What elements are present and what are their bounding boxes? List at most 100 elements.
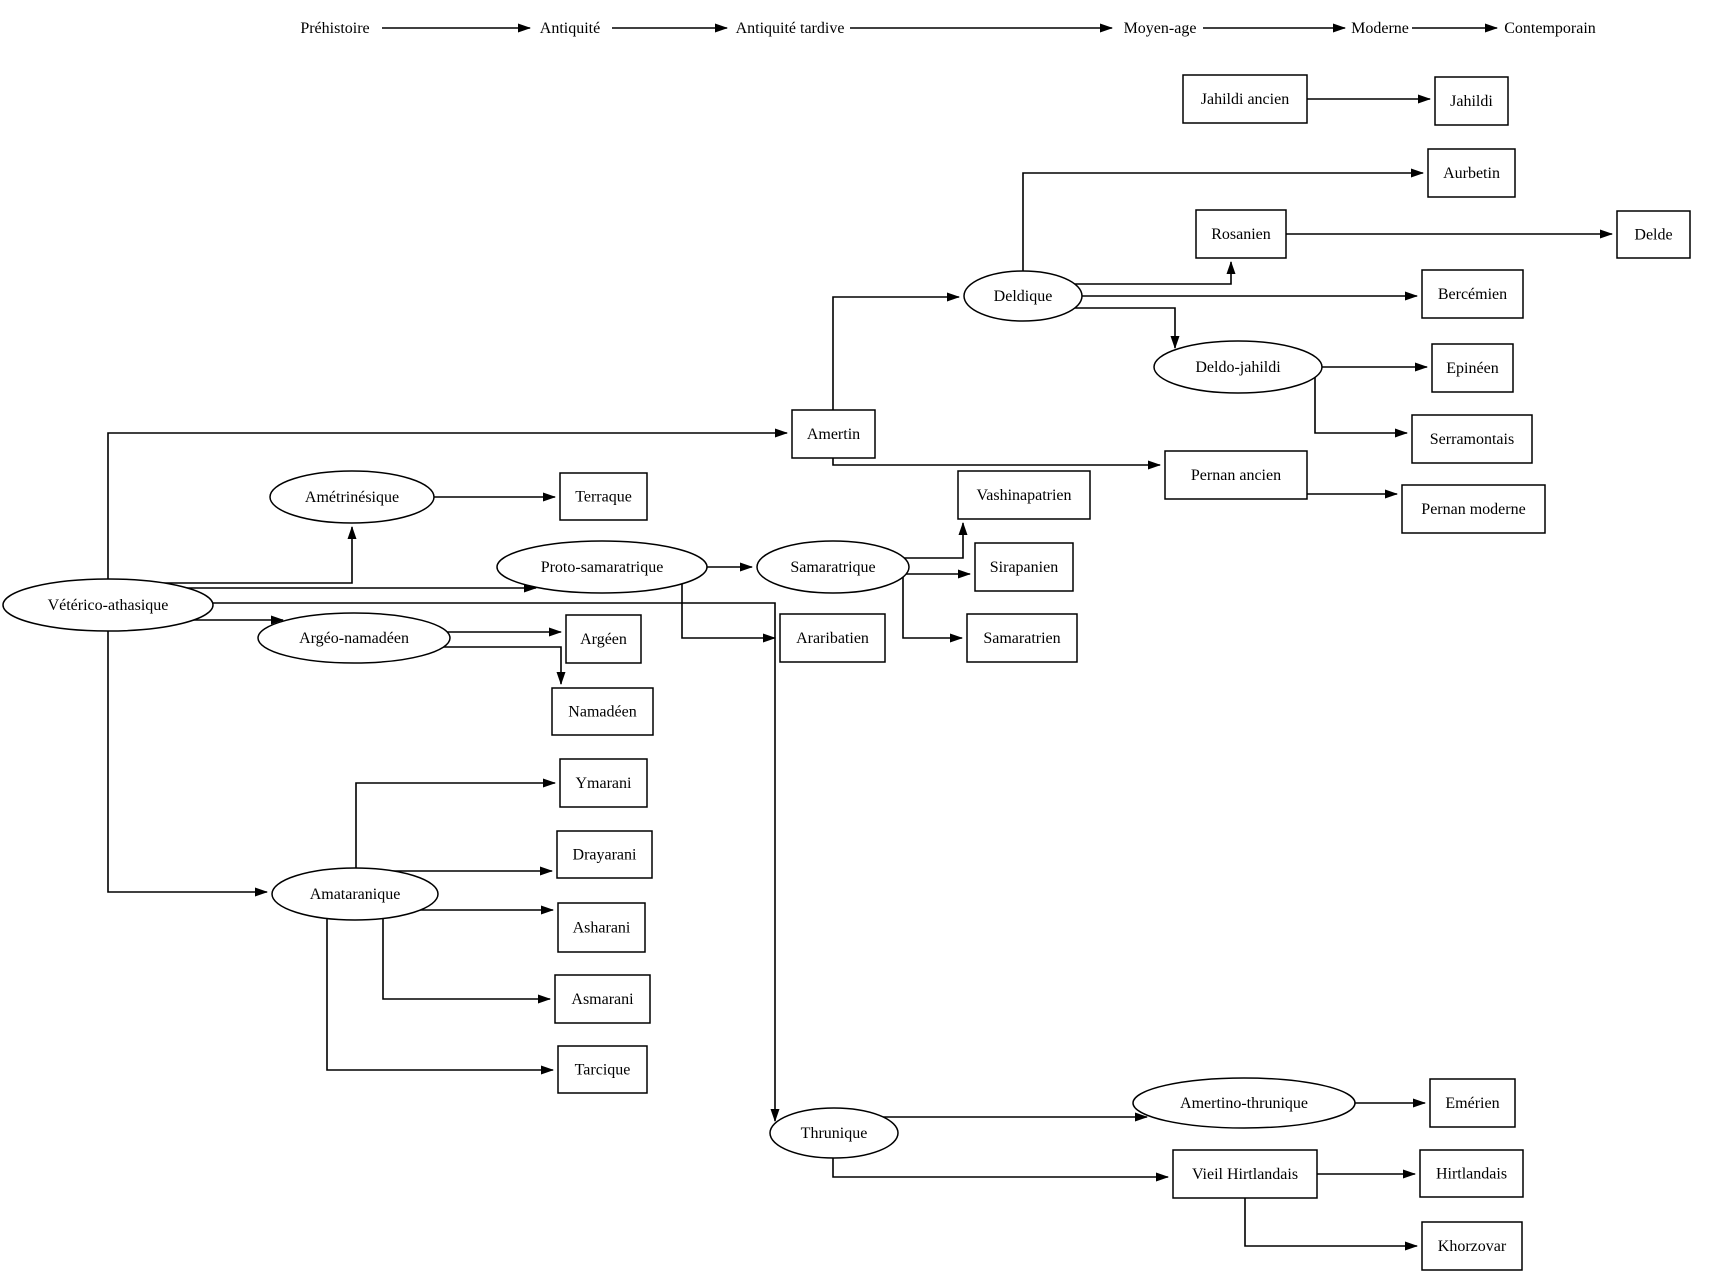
edge-amataranique-to-asmarani (382, 894, 551, 1004)
rosanien-box (1195, 209, 1287, 259)
sirapanien-box (974, 542, 1074, 592)
edge-amertin-to-pernan-ancien (832, 458, 1161, 470)
edge-deldique-to-aurbetin (1022, 168, 1424, 296)
ametrinesique-label: Amétrinésique (305, 489, 399, 506)
edge-deldique-to-rosanien (1023, 261, 1236, 285)
epineen-box (1431, 343, 1514, 393)
proto-samaratrique-label: Proto-samaratrique (541, 559, 664, 576)
timeline-era-3: Moyen-age (1124, 20, 1197, 37)
node-jahildi: Jahildi (1434, 76, 1509, 126)
node-deldique: Deldique (963, 270, 1083, 322)
jahildi-ancien-label: Jahildi ancien (1201, 91, 1289, 108)
node-drayarani: Drayarani (556, 830, 653, 879)
amertin-box (791, 409, 876, 459)
argeo-namadeen-ellipse (257, 612, 451, 664)
node-proto-samaratrique: Proto-samaratrique (496, 540, 708, 594)
node-epineen: Epinéen (1431, 343, 1514, 393)
node-hirtlandais: Hirtlandais (1419, 1149, 1524, 1198)
node-veterico-athasique: Vétérico-athasique (2, 578, 214, 632)
node-asharani: Asharani (557, 902, 646, 953)
amertin-label: Amertin (807, 426, 860, 443)
tarcique-box (557, 1045, 648, 1094)
hirtlandais-label: Hirtlandais (1436, 1166, 1507, 1183)
khorzovar-box (1421, 1221, 1523, 1271)
edge-amertin-to-deldique (832, 292, 960, 434)
sirapanien-label: Sirapanien (990, 559, 1058, 576)
edge-vieil-hirtlandais-to-khorzovar (1244, 1198, 1418, 1251)
terraque-box (559, 472, 648, 521)
samaratrique-label: Samaratrique (790, 559, 875, 576)
ymarani-box (559, 758, 648, 808)
argeen-label: Argéen (580, 631, 627, 648)
deldique-ellipse (963, 270, 1083, 322)
asharani-label: Asharani (573, 920, 631, 937)
node-sirapanien: Sirapanien (974, 542, 1074, 592)
thrunique-ellipse (769, 1107, 899, 1159)
jahildi-label: Jahildi (1450, 93, 1493, 110)
rosanien-label: Rosanien (1211, 226, 1271, 243)
vieil-hirtlandais-box (1172, 1149, 1318, 1199)
amataranique-ellipse (271, 867, 439, 921)
pernan-moderne-box (1401, 484, 1546, 534)
amertino-thrunique-ellipse (1132, 1077, 1356, 1129)
vieil-hirtlandais-label: Vieil Hirtlandais (1192, 1166, 1298, 1183)
nodes-layer: Vétérico-athasique AmétrinésiqueProto-sam… (2, 74, 1691, 1271)
timeline-era-5: Contemporain (1504, 20, 1596, 37)
node-thrunique: Thrunique (769, 1107, 899, 1159)
edge-veterico-athasique-to-amataranique (107, 605, 268, 897)
asmarani-label: Asmarani (571, 991, 634, 1008)
araribatien-box (779, 613, 886, 663)
timeline-era-4: Moderne (1351, 20, 1409, 37)
timeline-era-2: Antiquité tardive (736, 20, 845, 37)
timeline-era-1: Antiquité (540, 20, 600, 37)
emerien-label: Emérien (1445, 1095, 1499, 1112)
node-tarcique: Tarcique (557, 1045, 648, 1094)
deldo-jahildi-ellipse (1153, 340, 1323, 394)
pernan-ancien-label: Pernan ancien (1191, 467, 1281, 484)
amataranique-label: Amataranique (310, 886, 401, 903)
thrunique-label: Thrunique (801, 1125, 868, 1142)
jahildi-box (1434, 76, 1509, 126)
samaratrien-label: Samaratrien (983, 630, 1060, 647)
node-samaratrique: Samaratrique (756, 540, 910, 594)
node-asmarani: Asmarani (554, 974, 651, 1024)
delde-box (1616, 210, 1691, 259)
samaratrien-box (966, 613, 1078, 663)
delde-label: Delde (1634, 227, 1672, 244)
samaratrique-ellipse (756, 540, 910, 594)
argeen-box (565, 614, 642, 664)
khorzovar-label: Khorzovar (1438, 1238, 1507, 1255)
pernan-ancien-box (1164, 450, 1308, 500)
node-amertin: Amertin (791, 409, 876, 459)
edge-samaratrique-to-samaratrien (902, 567, 963, 643)
edge-proto-samaratrique-to-araribatien (681, 567, 776, 643)
edge-veterico-athasique-to-ametrinesique (108, 526, 357, 584)
edge-amataranique-to-tarcique (326, 894, 554, 1075)
edge-deldo-jahildi-to-serramontais (1314, 367, 1408, 438)
node-ymarani: Ymarani (559, 758, 648, 808)
aurbetin-box (1427, 148, 1516, 198)
aurbetin-label: Aurbetin (1443, 165, 1500, 182)
emerien-box (1429, 1078, 1516, 1128)
argeo-namadeen-label: Argéo-namadéen (299, 630, 409, 647)
veterico-athasique-ellipse (2, 578, 214, 632)
node-vieil-hirtlandais: Vieil Hirtlandais (1172, 1149, 1318, 1199)
edge-veterico-athasique-to-amertin (107, 428, 788, 605)
hirtlandais-box (1419, 1149, 1524, 1198)
bercemien-box (1421, 269, 1524, 319)
asharani-box (557, 902, 646, 953)
node-vashinapatrien: Vashinapatrien (957, 470, 1091, 520)
node-delde: Delde (1616, 210, 1691, 259)
asmarani-box (554, 974, 651, 1024)
vashinapatrien-box (957, 470, 1091, 520)
node-samaratrien: Samaratrien (966, 613, 1078, 663)
ymarani-label: Ymarani (576, 775, 633, 792)
node-khorzovar: Khorzovar (1421, 1221, 1523, 1271)
terraque-label: Terraque (575, 489, 632, 506)
node-bercemien: Bercémien (1421, 269, 1524, 319)
node-amertino-thrunique: Amertino-thrunique (1132, 1077, 1356, 1129)
node-ametrinesique: Amétrinésique (269, 470, 435, 524)
bercemien-label: Bercémien (1438, 286, 1507, 303)
